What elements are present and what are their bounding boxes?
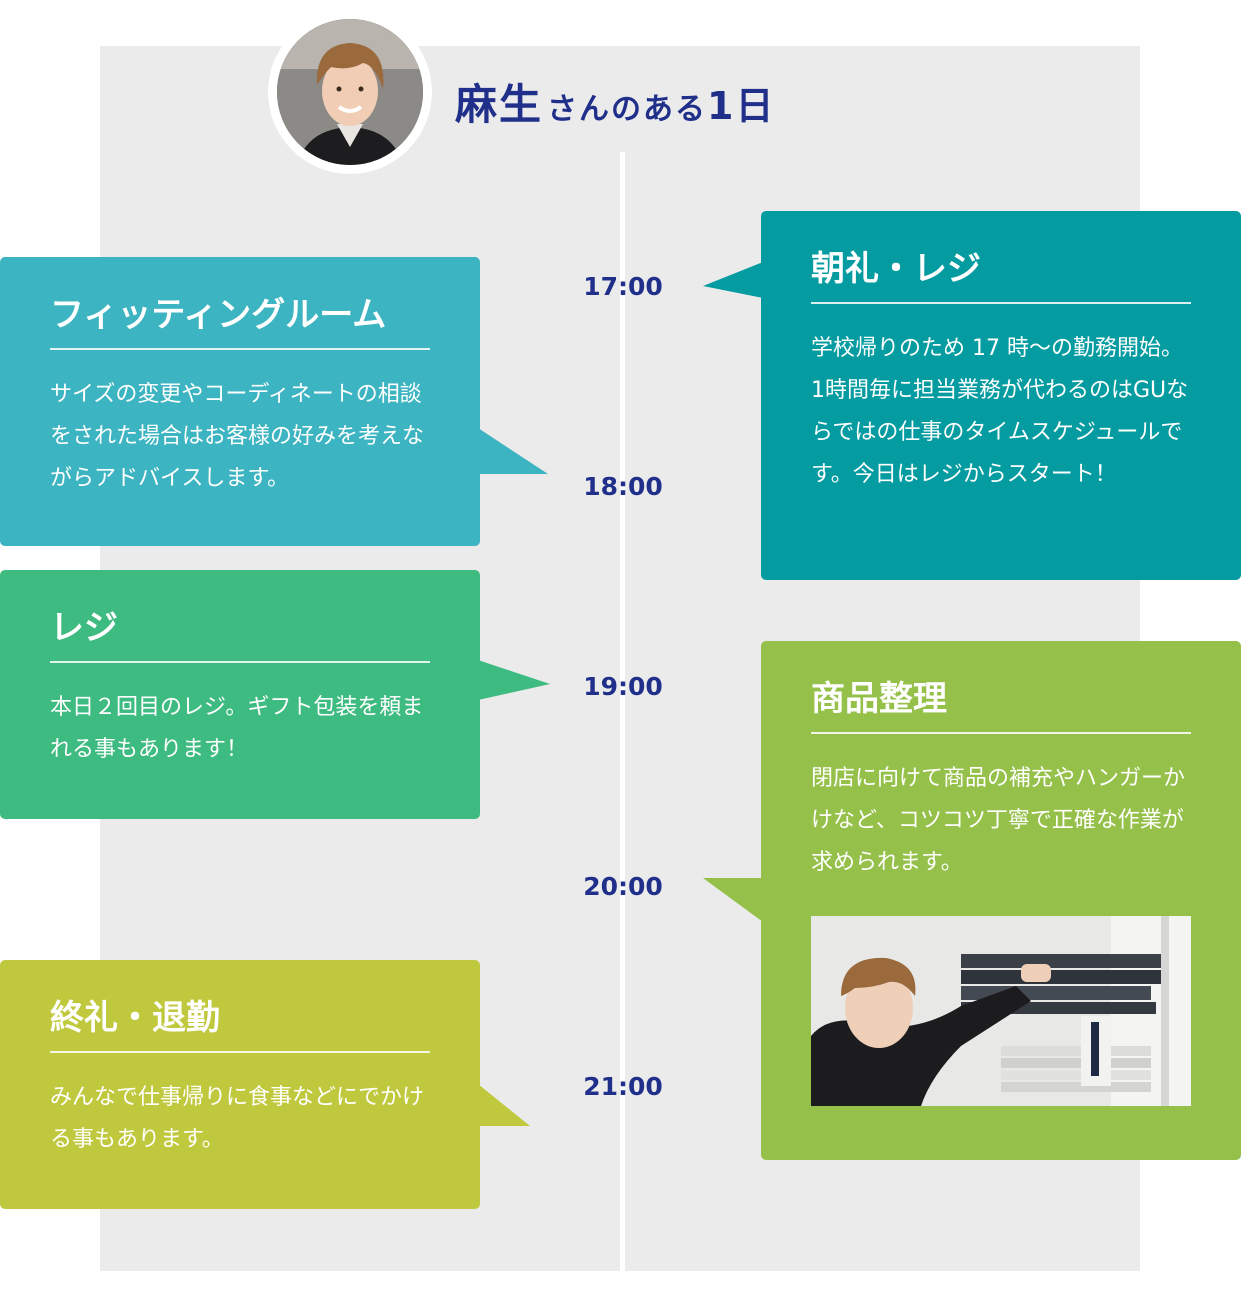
- card-product-arrangement: 商品整理 閉店に向けて商品の補充やハンガーかけなど、コツコツ丁寧で正確な作業が求…: [761, 641, 1241, 1160]
- time-label-1800: 18:00: [583, 472, 663, 501]
- staff-photo: [811, 916, 1191, 1106]
- time-label-1700: 17:00: [583, 272, 663, 301]
- time-label-2100: 21:00: [583, 1072, 663, 1101]
- time-label-1900: 19:00: [583, 672, 663, 701]
- avatar-photo: [277, 19, 423, 165]
- card-pointer: [478, 428, 548, 474]
- card-title: 朝礼・レジ: [811, 249, 1191, 304]
- card-morning-register: 朝礼・レジ 学校帰りのため 17 時〜の勤務開始。1時間毎に担当業務が代わるのは…: [761, 211, 1241, 580]
- card-title: レジ: [50, 608, 430, 663]
- timeline-line: [620, 152, 625, 1271]
- card-pointer: [703, 878, 763, 922]
- card-closing: 終礼・退勤 みんなで仕事帰りに食事などにでかける事もあります。: [0, 960, 480, 1209]
- card-body: 学校帰りのため 17 時〜の勤務開始。1時間毎に担当業務が代わるのはGUならでは…: [811, 335, 1189, 487]
- card-title: フィッティングルーム: [50, 295, 430, 350]
- staff-arranging-shelf-image: [811, 916, 1191, 1106]
- card-fitting-room: フィッティングルーム サイズの変更やコーディネートの相談をされた場合はお客様の好…: [0, 257, 480, 546]
- card-title: 終礼・退勤: [50, 998, 430, 1053]
- time-label-2000: 20:00: [583, 872, 663, 901]
- card-title: 商品整理: [811, 679, 1191, 734]
- avatar: [268, 10, 432, 174]
- card-pointer: [478, 1084, 530, 1126]
- title-tail: 1日: [707, 84, 776, 128]
- person-portrait-image: [277, 19, 423, 165]
- card-pointer: [703, 262, 763, 286]
- card-body: 本日２回目のレジ。ギフト包装を頼まれる事もあります！: [50, 694, 424, 762]
- card-pointer: [478, 660, 550, 700]
- card-pointer-lower: [703, 286, 763, 298]
- person-name: 麻生: [455, 80, 544, 129]
- page-title: 麻生さんのある1日: [455, 84, 775, 126]
- card-body: サイズの変更やコーディネートの相談をされた場合はお客様の好みを考えながらアドバイ…: [50, 381, 425, 491]
- title-suffix: さんのある: [547, 92, 708, 127]
- card-register: レジ 本日２回目のレジ。ギフト包装を頼まれる事もあります！: [0, 570, 480, 819]
- card-body: 閉店に向けて商品の補充やハンガーかけなど、コツコツ丁寧で正確な作業が求められます…: [811, 765, 1186, 875]
- card-body: みんなで仕事帰りに食事などにでかける事もあります。: [50, 1084, 425, 1152]
